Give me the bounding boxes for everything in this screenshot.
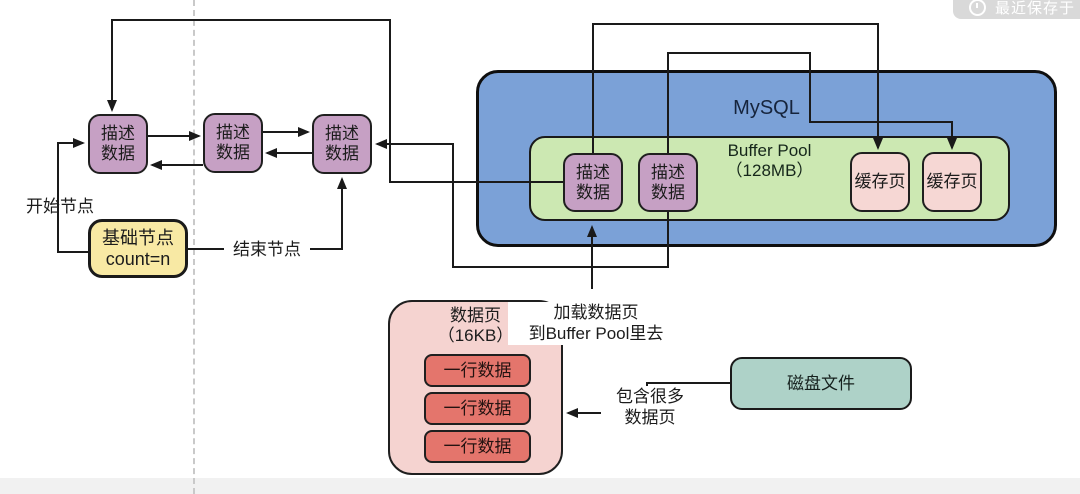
base-node[interactable]: 基础节点 count=n (88, 219, 188, 278)
describe-data-node-1-label: 描述 数据 (101, 124, 135, 163)
data-page-title: 数据页 （16KB） (437, 306, 514, 346)
mysql-title: MySQL (733, 97, 800, 119)
describe-data-node-3[interactable]: 描述 数据 (312, 114, 372, 174)
cache-page-1[interactable]: 缓存页 (850, 152, 910, 212)
bp-describe-data-node-2[interactable]: 描述 数据 (638, 153, 698, 212)
data-row-3[interactable]: 一行数据 (424, 430, 531, 463)
dashed-guideline (193, 0, 195, 494)
data-row-2[interactable]: 一行数据 (424, 392, 531, 425)
page-edge-band (0, 478, 1080, 494)
contains-many-pages-annotation: 包含很多 数据页 (601, 386, 699, 429)
cache-page-2[interactable]: 缓存页 (922, 152, 982, 212)
cache-page-2-label: 缓存页 (926, 172, 978, 192)
disk-file-label: 磁盘文件 (787, 373, 855, 393)
describe-data-node-2-label: 描述 数据 (216, 123, 250, 162)
load-to-buffer-pool-annotation: 加载数据页 到Buffer Pool里去 (508, 302, 684, 345)
cache-page-1-label: 缓存页 (854, 172, 906, 192)
data-row-2-label: 一行数据 (443, 398, 512, 418)
history-clock-icon (969, 0, 986, 16)
bp-describe-data-node-1[interactable]: 描述 数据 (563, 153, 623, 212)
save-status-label: 最近保存于 (995, 0, 1076, 17)
end-node-label: 结束节点 (224, 239, 310, 261)
data-row-1[interactable]: 一行数据 (424, 354, 531, 387)
start-node-label: 开始节点 (26, 197, 94, 216)
disk-file-box[interactable]: 磁盘文件 (730, 357, 912, 410)
data-row-1-label: 一行数据 (443, 360, 512, 380)
data-row-3-label: 一行数据 (443, 436, 512, 456)
bp-describe-data-node-1-label: 描述 数据 (576, 162, 610, 202)
describe-data-node-3-label: 描述 数据 (325, 124, 359, 163)
base-node-label: 基础节点 count=n (102, 227, 174, 269)
bp-describe-data-node-2-label: 描述 数据 (651, 162, 685, 202)
save-status-pill[interactable]: 最近保存于 (953, 0, 1080, 19)
describe-data-node-2[interactable]: 描述 数据 (203, 113, 263, 173)
describe-data-node-1[interactable]: 描述 数据 (88, 114, 148, 174)
